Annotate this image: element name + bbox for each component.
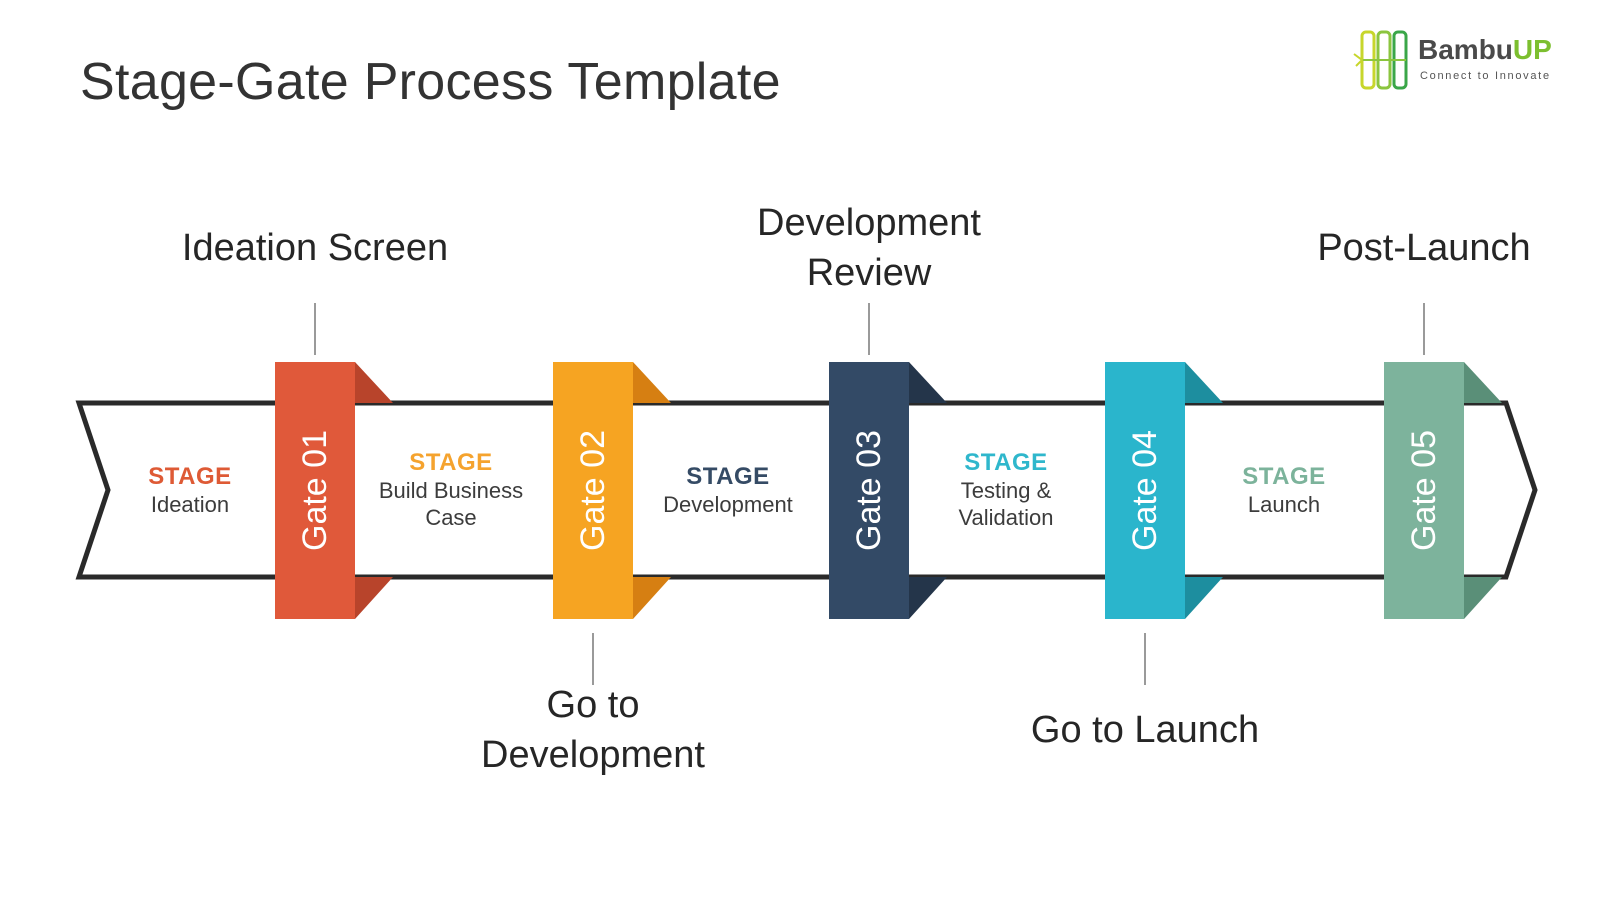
gate-fold-top	[633, 362, 671, 403]
gate-4: Gate 04	[1105, 362, 1223, 619]
gate-fold-bottom	[633, 577, 671, 619]
gate-label: Gate 05	[1405, 430, 1443, 551]
stage-name: Ideation	[150, 491, 230, 517]
gate-block	[829, 362, 909, 619]
gate-name-label: Ideation Screen	[181, 227, 449, 269]
bamboo-icon	[1353, 30, 1408, 90]
stage-word: STAGE	[686, 462, 770, 490]
gate-name-label: Development Review	[757, 202, 981, 294]
gate-fold-bottom	[1464, 577, 1502, 619]
gate-label: Gate 04	[1126, 430, 1164, 551]
stage-word: STAGE	[148, 462, 232, 490]
stage-name: Development	[663, 491, 793, 517]
stage-word: STAGE	[964, 449, 1048, 476]
gate-label: Gate 01	[296, 430, 334, 551]
stage-name: Build Business Case	[378, 478, 524, 530]
gate-fold-top	[1185, 362, 1223, 403]
gate-block	[553, 362, 633, 619]
stage-word: STAGE	[409, 449, 493, 476]
gate-fold-top	[1464, 362, 1502, 403]
gate-block	[1105, 362, 1185, 619]
gate-fold-bottom	[355, 577, 393, 619]
logo-tagline: Connect to Innovate	[1420, 70, 1551, 82]
stage-name: Testing & Validation	[958, 478, 1054, 530]
gate-fold-top	[909, 362, 947, 403]
gate-fold-bottom	[909, 577, 947, 619]
gate-5: Gate 05	[1384, 362, 1502, 619]
gate-label: Gate 03	[850, 430, 888, 551]
gate-block	[275, 362, 355, 619]
gate-block	[1384, 362, 1464, 619]
gate-name-label: Go to Development	[481, 684, 705, 776]
gate-fold-bottom	[1185, 577, 1223, 619]
gate-1: Gate 01	[275, 362, 393, 619]
gate-2: Gate 02	[553, 362, 671, 619]
gate-name-label: Post-Launch	[1317, 227, 1531, 269]
gate-fold-top	[355, 362, 393, 403]
page-title: Stage-Gate Process Template	[80, 53, 781, 111]
gate-label: Gate 02	[574, 430, 612, 551]
gate-3: Gate 03	[829, 362, 947, 619]
stage-word: STAGE	[1242, 462, 1326, 490]
stage-name: Launch	[1247, 491, 1321, 517]
bambuup-logo: BambuUP Connect to Innovate	[1352, 30, 1592, 94]
gate-name-label: Go to Launch	[1030, 709, 1260, 751]
logo-name: BambuUP	[1418, 34, 1552, 65]
